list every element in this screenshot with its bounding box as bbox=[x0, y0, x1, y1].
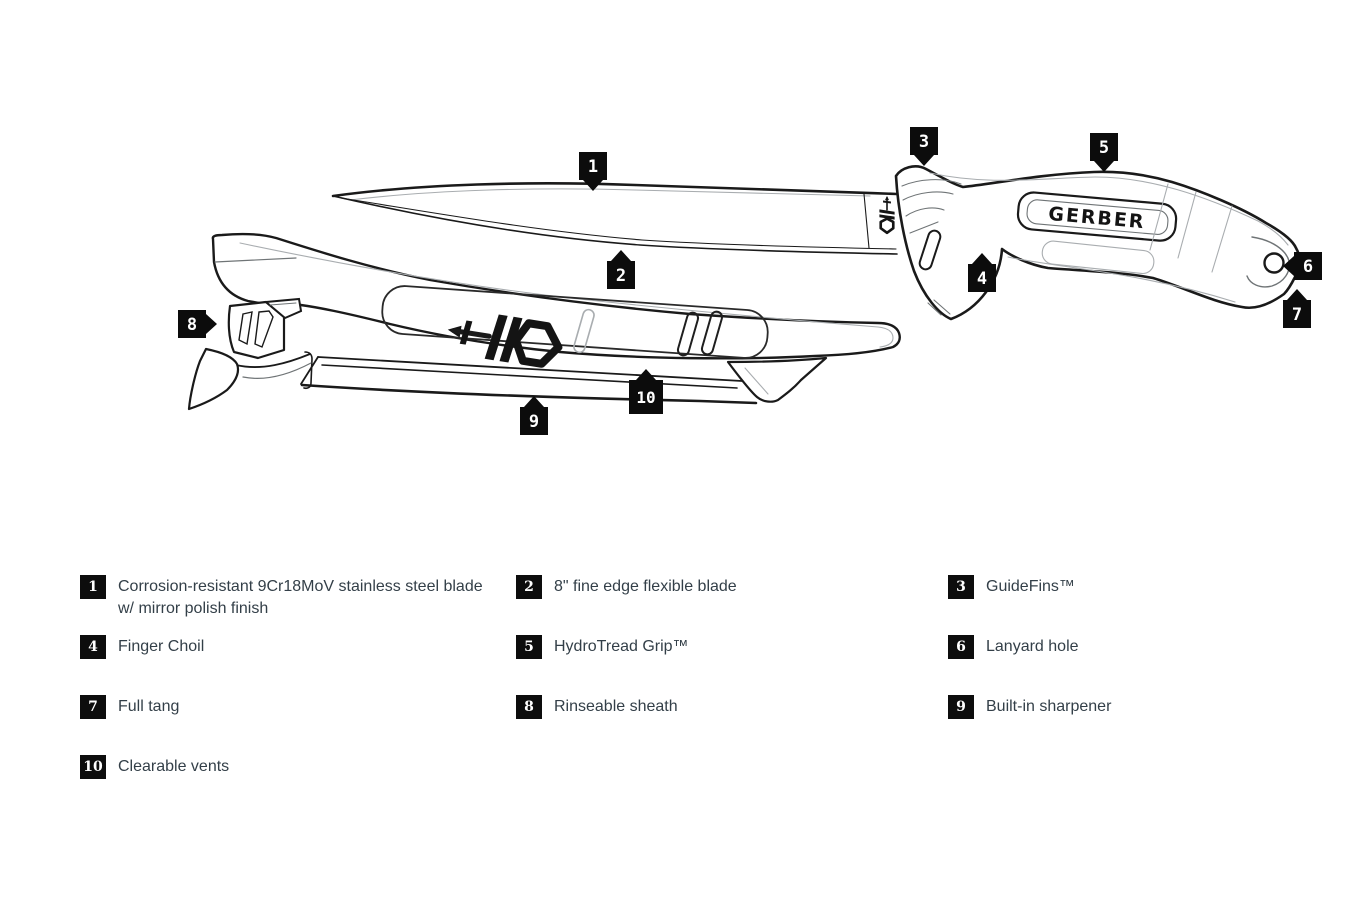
legend-item: 8 Rinseable sheath bbox=[516, 695, 948, 755]
legend-item: 3 GuideFins™ bbox=[948, 575, 1350, 635]
callout-marker-number: 10 bbox=[636, 388, 655, 407]
belt-bracket-detail bbox=[726, 356, 828, 403]
legend-number-badge: 3 bbox=[948, 575, 974, 599]
legend-number-badge: 6 bbox=[948, 635, 974, 659]
legend-item: 7 Full tang bbox=[80, 695, 516, 755]
callout-markers: 1 2 3 4 5 6 7 8 9 10 bbox=[178, 127, 1322, 435]
legend-label: Clearable vents bbox=[118, 758, 230, 775]
callout-marker-number: 3 bbox=[919, 132, 929, 152]
sheath-clip-drawing bbox=[187, 297, 303, 411]
callout-marker-number: 8 bbox=[187, 315, 197, 335]
gerber-logo-small bbox=[879, 195, 895, 235]
callout-marker-number: 4 bbox=[977, 269, 987, 289]
legend-label: Built-in sharpener bbox=[986, 698, 1112, 715]
callout-marker-9: 9 bbox=[520, 396, 548, 435]
feature-legend: 1 Corrosion-resistant 9Cr18MoV stainless … bbox=[80, 575, 1350, 815]
callout-marker-7: 7 bbox=[1283, 289, 1311, 328]
vent-slot bbox=[700, 310, 724, 356]
legend-item: 1 Corrosion-resistant 9Cr18MoV stainless … bbox=[80, 575, 516, 635]
legend-label: GuideFins™ bbox=[986, 578, 1075, 595]
legend-item: 6 Lanyard hole bbox=[948, 635, 1350, 695]
callout-marker-number: 9 bbox=[529, 412, 539, 432]
callout-marker-number: 5 bbox=[1099, 138, 1109, 158]
legend-item: 9 Built-in sharpener bbox=[948, 695, 1350, 755]
choil-slot-detail bbox=[918, 229, 942, 271]
legend-number-badge: 9 bbox=[948, 695, 974, 719]
callout-marker-5: 5 bbox=[1090, 133, 1118, 172]
legend-label: Full tang bbox=[118, 698, 180, 715]
legend-number-badge: 5 bbox=[516, 635, 542, 659]
callout-marker-4: 4 bbox=[968, 253, 996, 292]
callout-marker-3: 3 bbox=[910, 127, 938, 166]
callout-marker-number: 7 bbox=[1292, 305, 1302, 325]
vent-slot-light bbox=[573, 308, 595, 354]
legend-label: Finger Choil bbox=[118, 638, 205, 655]
legend-number-badge: 8 bbox=[516, 695, 542, 719]
lanyard-hole bbox=[1246, 236, 1291, 288]
callout-marker-2: 2 bbox=[607, 250, 635, 289]
legend-number-badge: 10 bbox=[80, 755, 106, 779]
knife-handle-drawing: GERBER bbox=[894, 165, 1301, 321]
callout-marker-number: 2 bbox=[616, 266, 626, 286]
legend-number-badge: 7 bbox=[80, 695, 106, 719]
knife-blade-drawing bbox=[331, 182, 899, 255]
legend-number-badge: 1 bbox=[80, 575, 106, 599]
callout-marker-6: 6 bbox=[1283, 252, 1322, 280]
legend-label: 8" fine edge flexible blade bbox=[554, 578, 737, 595]
callout-marker-8: 8 bbox=[178, 310, 217, 338]
callout-marker-number: 6 bbox=[1303, 257, 1313, 277]
hydrotread-grip-detail bbox=[1041, 240, 1155, 275]
sheath-drawing bbox=[187, 232, 901, 411]
legend-number-badge: 2 bbox=[516, 575, 542, 599]
callout-marker-10: 10 bbox=[629, 369, 663, 414]
legend-label: Rinseable sheath bbox=[554, 698, 678, 715]
legend-label: Corrosion-resistant 9Cr18MoV stainless s… bbox=[118, 578, 483, 617]
callout-marker-1: 1 bbox=[579, 152, 607, 191]
legend-item: 10 Clearable vents bbox=[80, 755, 516, 815]
legend-label: Lanyard hole bbox=[986, 638, 1079, 655]
guidefins-detail bbox=[901, 179, 962, 234]
legend-number-badge: 4 bbox=[80, 635, 106, 659]
legend-item: 4 Finger Choil bbox=[80, 635, 516, 695]
legend-label: HydroTread Grip™ bbox=[554, 638, 689, 655]
callout-marker-number: 1 bbox=[588, 157, 598, 177]
product-diagram: GERBER bbox=[178, 127, 1322, 435]
gerber-logo-large bbox=[447, 314, 563, 368]
legend-item: 2 8" fine edge flexible blade bbox=[516, 575, 948, 635]
legend-item: 5 HydroTread Grip™ bbox=[516, 635, 948, 695]
vent-slot bbox=[676, 311, 700, 357]
